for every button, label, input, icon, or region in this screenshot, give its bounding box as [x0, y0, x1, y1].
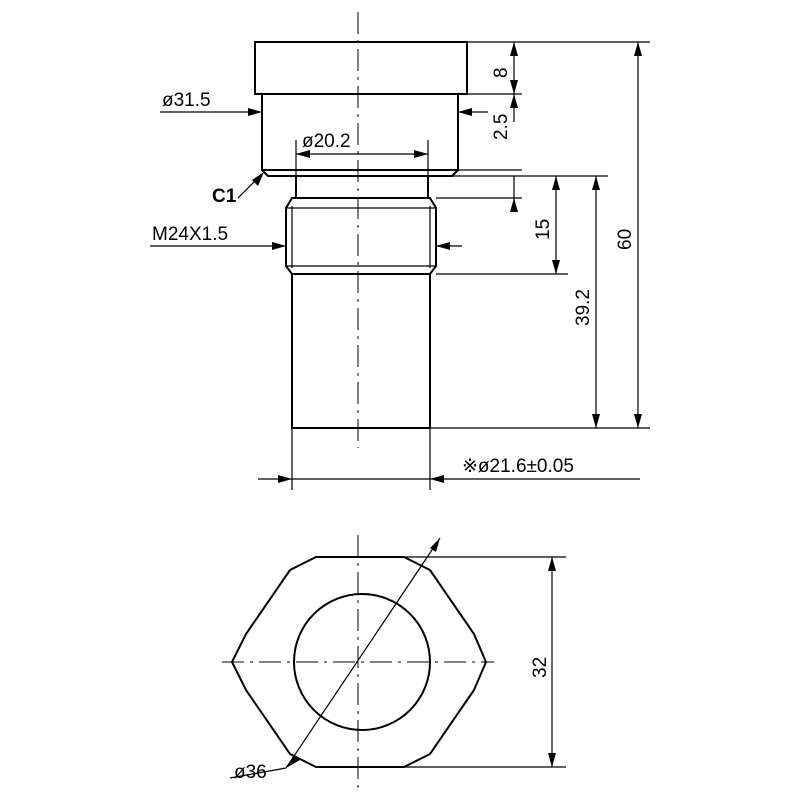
- collar: [254, 41, 468, 95]
- thread-root-lines: [286, 206, 436, 268]
- top-view: [222, 535, 494, 790]
- hex-corners-label: ø36: [234, 762, 267, 783]
- dim-thread: M24X1.5: [150, 224, 462, 250]
- dim-chamfer: C1: [212, 172, 264, 207]
- overall-length-label: 60: [615, 229, 636, 250]
- thread-label: M24X1.5: [152, 224, 228, 245]
- groove-body: [261, 94, 459, 171]
- collar-height-label: 8: [491, 67, 512, 78]
- shank-diameter-label: ※ø21.6±0.05: [462, 456, 574, 477]
- chamfer-label: C1: [212, 186, 237, 207]
- dim-hex-flats: 32: [404, 556, 566, 768]
- thread-length-label: 15: [533, 219, 554, 240]
- dim-overall-length: 60: [615, 42, 642, 428]
- dim-hex-corners: ø36: [229, 537, 441, 783]
- side-view: [254, 12, 468, 448]
- dim-shank-length: 39.2: [573, 176, 600, 428]
- bore-circle: [293, 593, 431, 731]
- thread-section: [285, 197, 437, 275]
- dim-thread-length: 15: [533, 176, 560, 274]
- shank-length-label: 39.2: [573, 289, 594, 326]
- groove-height-label: 2.5: [491, 114, 512, 140]
- shank: [291, 274, 431, 429]
- hex-flats-label: 32: [530, 657, 551, 678]
- dim-bore-diameter: ø20.2: [295, 131, 429, 176]
- extension-lines: [428, 41, 650, 429]
- dim-groove-height: 2.5: [491, 94, 518, 212]
- dim-shank-diameter: ※ø21.6±0.05: [258, 428, 640, 490]
- collar-diameter-label: ø31.5: [162, 90, 211, 111]
- chamfer-c1: [261, 169, 459, 177]
- dim-collar-height: 8: [491, 42, 518, 94]
- dim-collar-diameter: ø31.5: [160, 90, 488, 116]
- neck: [295, 176, 429, 198]
- bore-diameter-label: ø20.2: [302, 131, 351, 152]
